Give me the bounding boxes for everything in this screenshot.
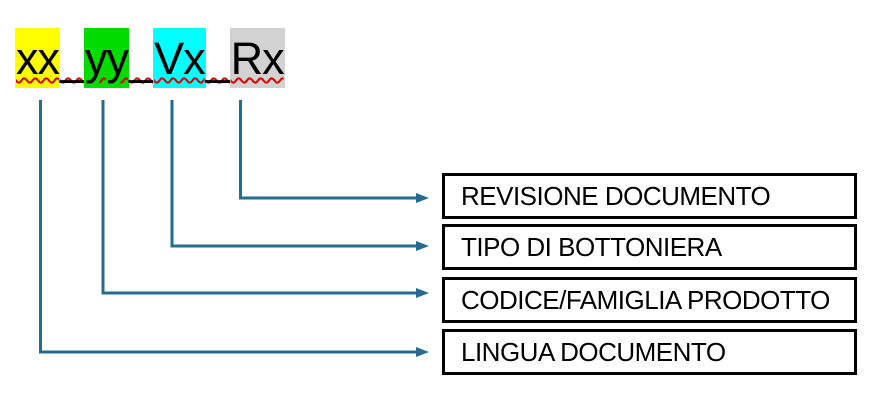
code-segment-revisione-documento: Rx [229, 28, 285, 88]
code-segment-codice-famiglia-prodotto: yy [84, 28, 130, 88]
label-box-revisione-documento: REVISIONE DOCUMENTO [442, 173, 857, 219]
label-text-codice-famiglia-prodotto: CODICE/FAMIGLIA PRODOTTO [461, 284, 830, 315]
connector-vx-to-tipo-di-bottoniera [170, 100, 429, 251]
label-text-lingua-documento: LINGUA DOCUMENTO [461, 336, 726, 367]
label-text-revisione-documento: REVISIONE DOCUMENTO [461, 180, 771, 211]
code-segment-tipo-di-bottoniera: Vx [153, 28, 206, 88]
code-separator: _ [60, 33, 85, 84]
label-box-codice-famiglia-prodotto: CODICE/FAMIGLIA PRODOTTO [442, 277, 857, 323]
label-box-lingua-documento: LINGUA DOCUMENTO [442, 329, 857, 375]
code-separator: _ [129, 33, 154, 84]
connector-yy-to-codice-famiglia-prodotto [101, 100, 429, 298]
code-separator: _ [205, 33, 231, 84]
code-segment-lingua-documento: xx [15, 28, 60, 88]
connector-rx-to-revisione-documento [239, 100, 429, 203]
connector-xx-to-lingua-documento [39, 100, 429, 357]
label-text-tipo-di-bottoniera: TIPO DI BOTTONIERA [461, 231, 722, 262]
document-code: xx_yy_Vx_Rx [15, 28, 285, 88]
label-box-tipo-di-bottoniera: TIPO DI BOTTONIERA [442, 224, 857, 270]
